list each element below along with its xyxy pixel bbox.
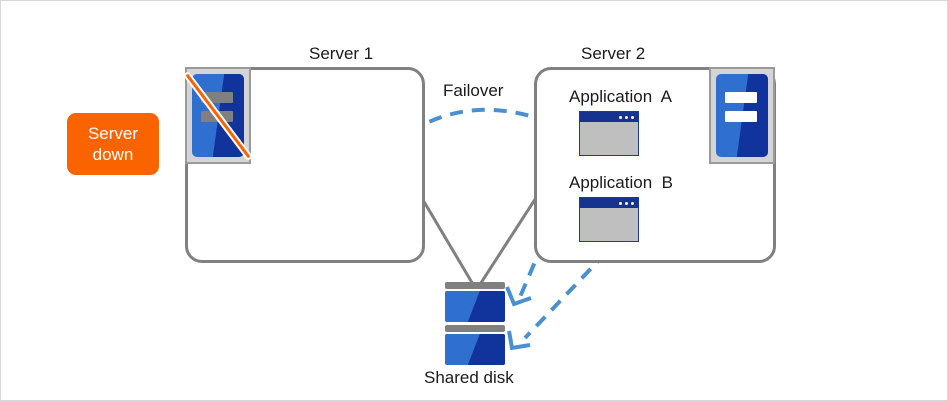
app-dot-3 <box>631 201 634 205</box>
server-failed-icon <box>182 67 254 164</box>
app-window-icon <box>579 111 639 156</box>
app-titlebar <box>580 198 638 208</box>
server-bar-bottom <box>725 111 757 123</box>
disk-cap-middle <box>445 325 505 332</box>
failover-arrow-path <box>408 107 547 134</box>
app-dot-1 <box>619 201 622 205</box>
application-b-group: Application B <box>569 173 673 242</box>
application-a-label: Application A <box>569 87 673 106</box>
app-dot-3 <box>631 115 634 119</box>
status-badge-line2: down <box>92 145 134 164</box>
app-b-disk-arrowhead <box>507 330 531 351</box>
server-healthy-icon <box>709 67 775 164</box>
app-a-disk-arrowhead <box>505 286 532 307</box>
disk-block-1 <box>445 291 505 322</box>
application-b-label: Application B <box>569 173 673 192</box>
app-dot-2 <box>625 115 628 119</box>
disk-block-2 <box>445 334 505 365</box>
app-titlebar <box>580 112 638 122</box>
server-bar-top <box>201 92 233 104</box>
shared-disk-icon <box>445 282 505 368</box>
failover-label: Failover <box>443 81 504 100</box>
shared-disk-caption: Shared disk <box>424 368 514 387</box>
status-badge-line1: Server <box>87 124 139 143</box>
server-healthy-icon-body <box>716 74 768 157</box>
server2-box <box>534 67 776 263</box>
disk-cap-top <box>445 282 505 289</box>
application-a-group: Application A <box>569 87 672 156</box>
server1-box <box>185 67 425 263</box>
server1-caption: Server 1 <box>309 44 374 63</box>
app-window-icon <box>579 197 639 242</box>
status-badge-server-down: Server down <box>67 113 159 175</box>
app-dot-1 <box>619 115 622 119</box>
server-bar-top <box>725 92 757 104</box>
server2-caption: Server 2 <box>581 44 646 63</box>
app-dot-2 <box>625 201 628 205</box>
